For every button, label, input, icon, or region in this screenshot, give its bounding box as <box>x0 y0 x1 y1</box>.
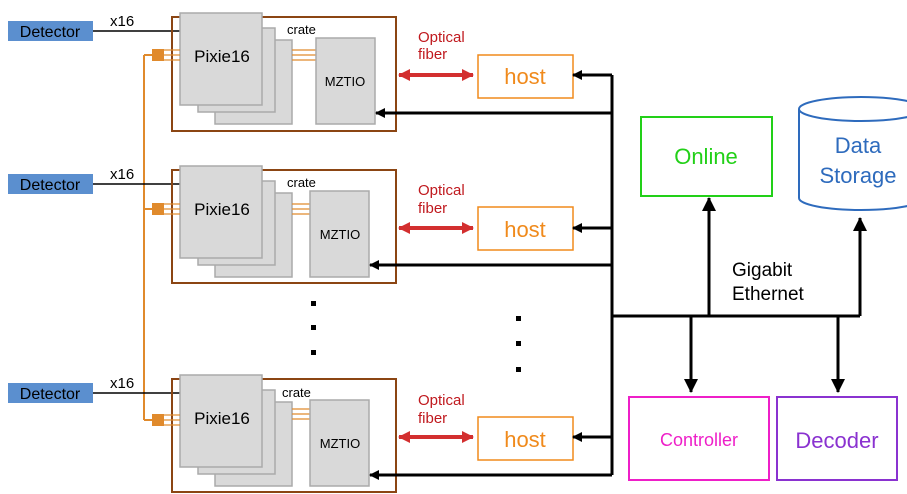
storage-cylinder <box>798 109 907 211</box>
host-box <box>477 206 574 251</box>
mztio-box <box>309 190 370 278</box>
sync-backbone <box>143 54 152 421</box>
pixie-label: Pixie16 <box>194 47 250 66</box>
mztio-label: MZTIO <box>320 436 360 451</box>
crate-row-3: Detector x16 crate Pixie16 MZTIO Optical… <box>8 374 612 493</box>
controller-box <box>628 396 770 481</box>
host-label: host <box>504 427 546 452</box>
mztio-box <box>309 399 370 487</box>
sync-port <box>152 203 164 215</box>
storage-label-2: Storage <box>819 163 896 188</box>
sync-port <box>152 414 164 426</box>
host-label: host <box>504 217 546 242</box>
controller-node: Controller <box>628 396 770 481</box>
crate-row-2: Detector x16 crate Pixie16 MZTIO Optical… <box>8 165 612 284</box>
online-box <box>640 116 773 197</box>
host-box <box>477 416 574 461</box>
channel-count: x16 <box>110 13 134 30</box>
storage-cylinder-top <box>798 96 907 122</box>
host-box <box>477 54 574 99</box>
crate-box <box>171 378 397 493</box>
crate-box <box>171 16 397 132</box>
sync-port <box>152 49 164 61</box>
fiber-label-2: fiber <box>418 410 447 427</box>
pixie-label: Pixie16 <box>194 200 250 219</box>
crate-label: crate <box>287 22 316 37</box>
more-crates-ellipsis <box>311 301 521 372</box>
detector-label: Detector <box>20 24 81 41</box>
online-node: Online <box>640 116 773 197</box>
network-label-2: Ethernet <box>732 284 805 305</box>
mztio-box <box>315 37 376 125</box>
mztio-label: MZTIO <box>320 227 360 242</box>
mztio-label: MZTIO <box>325 74 365 89</box>
storage-label: Data <box>835 133 882 158</box>
pixie-label: Pixie16 <box>194 409 250 428</box>
ethernet-backbone: Gigabit Ethernet <box>610 75 867 475</box>
fiber-label-2: fiber <box>418 46 447 63</box>
pixie-module-front <box>179 12 263 106</box>
crate-box <box>171 169 397 284</box>
channel-count: x16 <box>110 375 134 392</box>
fiber-label: Optical <box>418 29 465 46</box>
decoder-box <box>776 396 898 481</box>
online-label: Online <box>674 144 738 169</box>
fiber-label-2: fiber <box>418 200 447 217</box>
pixie-module-front <box>179 374 263 468</box>
decoder-label: Decoder <box>795 428 878 453</box>
detector-label: Detector <box>20 386 81 403</box>
detector-box <box>8 383 93 403</box>
crate-row-1: Detector x16 crate Pixie16 MZTIO Optical… <box>8 12 612 132</box>
detector-box <box>8 21 93 41</box>
network-label: Gigabit <box>732 260 793 281</box>
fiber-label: Optical <box>418 392 465 409</box>
crate-label: crate <box>282 385 311 400</box>
decoder-node: Decoder <box>776 396 898 481</box>
controller-label: Controller <box>660 430 738 450</box>
crate-label: crate <box>287 175 316 190</box>
detector-box <box>8 174 93 194</box>
channel-count: x16 <box>110 166 134 183</box>
detector-label: Detector <box>20 177 81 194</box>
data-storage-node: Data Storage <box>798 96 907 211</box>
host-label: host <box>504 64 546 89</box>
pixie-module-front <box>179 165 263 259</box>
fiber-label: Optical <box>418 182 465 199</box>
